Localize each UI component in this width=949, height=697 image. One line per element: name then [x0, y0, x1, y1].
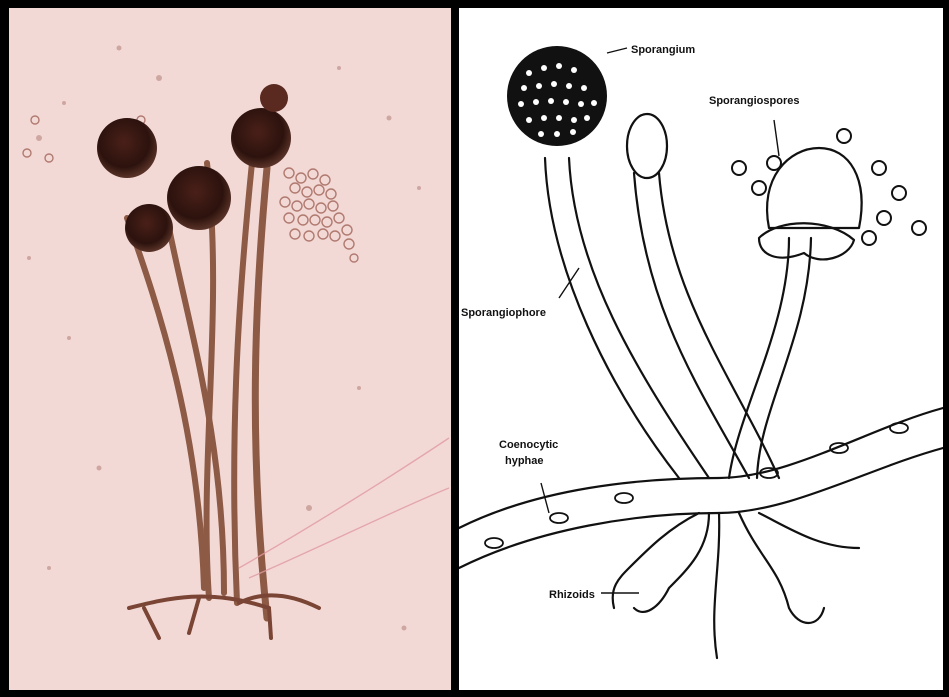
young-sporangium — [627, 114, 667, 178]
micrograph-panel — [9, 8, 451, 690]
label-rhizoids: Rhizoids — [549, 589, 595, 601]
label-hyphae: hyphae — [505, 455, 544, 467]
label-coenocytic: Coenocytic — [499, 439, 558, 451]
micrograph-image — [9, 8, 451, 690]
label-sporangiospores: Sporangiospores — [709, 95, 799, 107]
sporangiophore-left — [545, 158, 709, 478]
label-sporangiophore: Sporangiophore — [461, 307, 546, 319]
rhizopus-diagram: Sporangium Sporangiospores Sporangiophor… — [459, 8, 943, 690]
rhizoids — [613, 513, 859, 658]
label-sporangium: Sporangium — [631, 44, 695, 56]
sporangiophore-middle — [634, 173, 779, 478]
sporangiophore-right — [729, 238, 811, 478]
diagram-panel: Sporangium Sporangiospores Sporangiophor… — [459, 8, 943, 690]
